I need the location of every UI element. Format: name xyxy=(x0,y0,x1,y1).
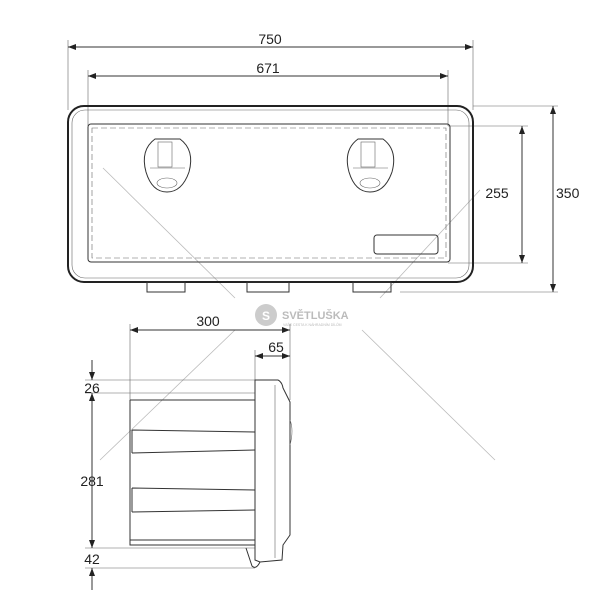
dim-inner-height: 255 xyxy=(485,185,509,201)
box-outer-frame xyxy=(67,105,474,283)
dim-inner-width: 671 xyxy=(256,60,280,76)
dim-depth: 300 xyxy=(196,313,220,329)
dim-overall-height: 350 xyxy=(556,185,580,201)
dim-overall-width: 750 xyxy=(258,31,282,47)
dim-top-offset: 26 xyxy=(84,380,100,396)
hinges xyxy=(146,281,392,293)
watermark-tagline: VAŠE CESTA K NÁHRADNÍM DÍLŮM xyxy=(283,322,342,327)
svg-text:S: S xyxy=(262,309,270,323)
dim-body-height: 281 xyxy=(80,473,104,489)
dim-bottom-offset: 42 xyxy=(84,551,100,567)
handle-lock-right[interactable] xyxy=(346,138,395,193)
front-view: 750 671 255 350 xyxy=(67,31,580,293)
side-view: 300 65 26 281 42 xyxy=(80,313,293,590)
dim-lid-depth: 65 xyxy=(268,339,284,355)
lid-panel xyxy=(87,123,451,263)
watermark-brand: SVĚTLUŠKA xyxy=(282,309,349,322)
watermark-lines xyxy=(99,167,496,461)
lid-profile xyxy=(254,379,291,563)
handle-lock-left[interactable] xyxy=(143,138,192,193)
coin-logo-icon xyxy=(255,304,277,326)
label-plate xyxy=(373,234,439,255)
box-body xyxy=(129,399,255,541)
watermark-logo: S SVĚTLUŠKA VAŠE CESTA K NÁHRADNÍM DÍLŮM xyxy=(255,304,349,327)
